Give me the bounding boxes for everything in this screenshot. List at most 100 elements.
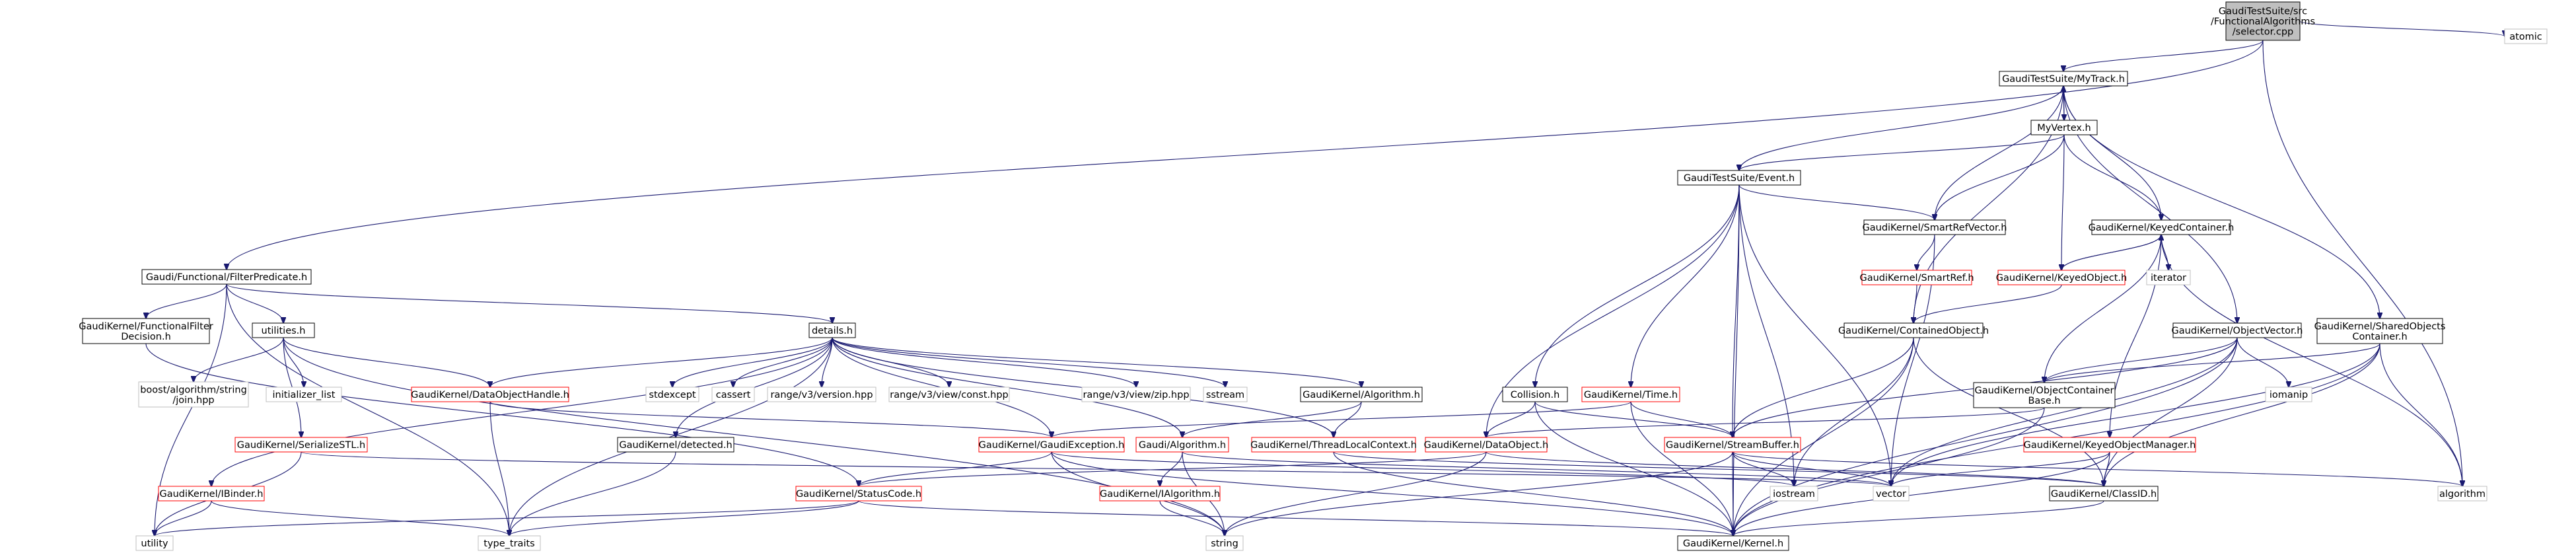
node-details[interactable]: details.h	[808, 322, 856, 338]
node-dataobjecthandle[interactable]: GaudiKernel/DataObjectHandle.h	[411, 387, 569, 402]
edge-algorithmh-to-gaudialgorithm	[1182, 401, 1362, 437]
node-label: range/v3/version.hpp	[770, 390, 873, 400]
node-box	[82, 318, 210, 344]
node-sstream: sstream	[1203, 387, 1248, 402]
node-detected[interactable]: GaudiKernel/detected.h	[617, 437, 734, 453]
node-keyedobjmgr[interactable]: GaudiKernel/KeyedObjectManager.h	[2023, 437, 2196, 453]
node-label: GaudiKernel/ObjectVector.h	[2172, 326, 2303, 336]
edge-details-to-stdexcept	[672, 337, 833, 387]
node-collision[interactable]: Collision.h	[1502, 387, 1568, 402]
node-label: utilities.h	[262, 326, 306, 336]
node-serializestl[interactable]: GaudiKernel/SerializeSTL.h	[234, 437, 368, 453]
node-myvertex[interactable]: MyVertex.h	[2030, 120, 2098, 135]
edge-streambuffer-to-iostream	[1732, 451, 1794, 486]
edge-details-to-typetraits	[509, 337, 833, 536]
edge-threadlocal-to-kernel	[1333, 451, 1733, 536]
node-streambuffer[interactable]: GaudiKernel/StreamBuffer.h	[1664, 437, 1801, 453]
node-box	[1677, 535, 1789, 551]
edge-details-to-rangezip	[832, 337, 1136, 387]
node-label: GaudiKernel/IAlgorithm.h	[1100, 489, 1220, 500]
node-label: GaudiKernel/ContainedObject.h	[1838, 326, 1989, 336]
edge-keyedcontainer-to-keyedobjmgr	[2110, 234, 2162, 437]
edge-sharedobjects-to-classid	[2104, 343, 2380, 486]
node-timeh[interactable]: GaudiKernel/Time.h	[1581, 387, 1680, 402]
edge-gaudialgorithm-to-vector	[1182, 451, 1891, 486]
node-ibinder[interactable]: GaudiKernel/IBinder.h	[158, 486, 265, 501]
node-gaudialgorithm[interactable]: Gaudi/Algorithm.h	[1135, 437, 1229, 453]
node-event[interactable]: GaudiTestSuite/Event.h	[1677, 170, 1801, 186]
node-box	[1770, 486, 1818, 501]
node-label: GaudiKernel/ClassID.h	[2051, 489, 2157, 500]
node-box	[1664, 437, 1801, 453]
node-kernel[interactable]: GaudiKernel/Kernel.h	[1677, 535, 1789, 551]
node-classid[interactable]: GaudiKernel/ClassID.h	[2049, 486, 2159, 501]
node-smartref[interactable]: GaudiKernel/SmartRef.h	[1859, 270, 1974, 285]
node-rangeconst: range/v3/view/const.hpp	[888, 387, 1010, 402]
node-threadlocal[interactable]: GaudiKernel/ThreadLocalContext.h	[1250, 437, 1417, 453]
node-box	[808, 322, 856, 338]
node-layer: GaudiTestSuite/src/FunctionalAlgorithms/…	[79, 1, 2548, 551]
node-utilities[interactable]: utilities.h	[252, 322, 315, 338]
node-box	[1843, 322, 1984, 338]
edge-objectvector-to-kernel	[1733, 337, 2238, 536]
node-smartrefvector[interactable]: GaudiKernel/SmartRefVector.h	[1863, 219, 2007, 235]
edge-keyedcontainer-to-algorithmstd	[2161, 234, 2462, 486]
node-label: cassert	[716, 390, 751, 400]
edge-collision-to-dataobject	[1486, 401, 1536, 437]
node-box	[1677, 170, 1801, 186]
node-box	[234, 437, 368, 453]
edge-filterpredicate-to-funcfilter	[146, 283, 227, 318]
edge-event-to-iostream	[1738, 184, 1794, 486]
node-label: /FunctionalAlgorithms	[2211, 17, 2315, 27]
node-gaudiexception[interactable]: GaudiKernel/GaudiException.h	[978, 437, 1125, 453]
node-stdexcept: stdexcept	[645, 387, 699, 402]
node-label: GaudiKernel/SmartRefVector.h	[1863, 223, 2007, 233]
node-box	[135, 535, 174, 551]
edge-statuscode-to-utility	[155, 500, 859, 536]
node-label: GaudiKernel/SharedObjects	[2314, 321, 2446, 332]
edge-utilities-to-initlist	[283, 337, 304, 387]
node-algorithmh[interactable]: GaudiKernel/Algorithm.h	[1300, 387, 1423, 402]
node-vector: vector	[1873, 486, 1910, 501]
node-keyedcontainer[interactable]: GaudiKernel/KeyedContainer.h	[2089, 219, 2235, 235]
node-ialgorithm[interactable]: GaudiKernel/IAlgorithm.h	[1099, 486, 1221, 501]
node-box	[158, 486, 265, 501]
node-box	[711, 387, 755, 402]
edge-myvertex-to-keyedcontainer	[2063, 134, 2161, 220]
edge-objectvector-to-vector	[1891, 337, 2238, 486]
node-label: GaudiKernel/IBinder.h	[160, 489, 264, 500]
edge-timeh-to-kernel	[1630, 401, 1733, 536]
node-label: GaudiKernel/SmartRef.h	[1859, 273, 1974, 283]
node-keyedobject[interactable]: GaudiKernel/KeyedObject.h	[1996, 270, 2127, 285]
edge-dataobject-to-string	[1225, 451, 1487, 536]
node-mytrack[interactable]: GaudiTestSuite/MyTrack.h	[1999, 71, 2128, 87]
node-label: GaudiKernel/ObjectContainer	[1974, 385, 2114, 396]
node-box	[2225, 1, 2301, 41]
node-filterpredicate[interactable]: Gaudi/Functional/FilterPredicate.h	[141, 269, 312, 285]
edge-threadlocal-to-classid	[1333, 451, 2104, 486]
node-label: GaudiKernel/KeyedContainer.h	[2089, 223, 2235, 233]
edge-keyedobjmgr-to-vector	[1891, 451, 2110, 486]
edge-event-to-kernel	[1733, 184, 1740, 536]
edge-event-to-vector	[1738, 184, 1891, 486]
node-label: MyVertex.h	[2037, 123, 2091, 133]
node-label: details.h	[812, 326, 853, 336]
node-box	[1999, 71, 2128, 87]
node-box	[1873, 486, 1910, 501]
node-label: GaudiKernel/SerializeSTL.h	[237, 440, 366, 451]
edge-details-to-sstream	[832, 337, 1225, 387]
edge-smartref-to-containedobject	[1914, 284, 1917, 323]
edge-details-to-algorithmh	[832, 337, 1361, 387]
node-cassert: cassert	[711, 387, 755, 402]
node-statuscode[interactable]: GaudiKernel/StatusCode.h	[795, 486, 922, 501]
edge-mytrack-to-smartrefvector	[1935, 85, 2064, 220]
edge-filterpredicate-to-details	[226, 283, 832, 323]
node-objectvector[interactable]: GaudiKernel/ObjectVector.h	[2172, 322, 2303, 338]
node-selector[interactable]: GaudiTestSuite/src/FunctionalAlgorithms/…	[2211, 1, 2315, 41]
node-rangeversion: range/v3/version.hpp	[767, 387, 877, 402]
node-dataobject[interactable]: GaudiKernel/DataObject.h	[1424, 437, 1549, 453]
node-containedobject[interactable]: GaudiKernel/ContainedObject.h	[1838, 322, 1989, 338]
